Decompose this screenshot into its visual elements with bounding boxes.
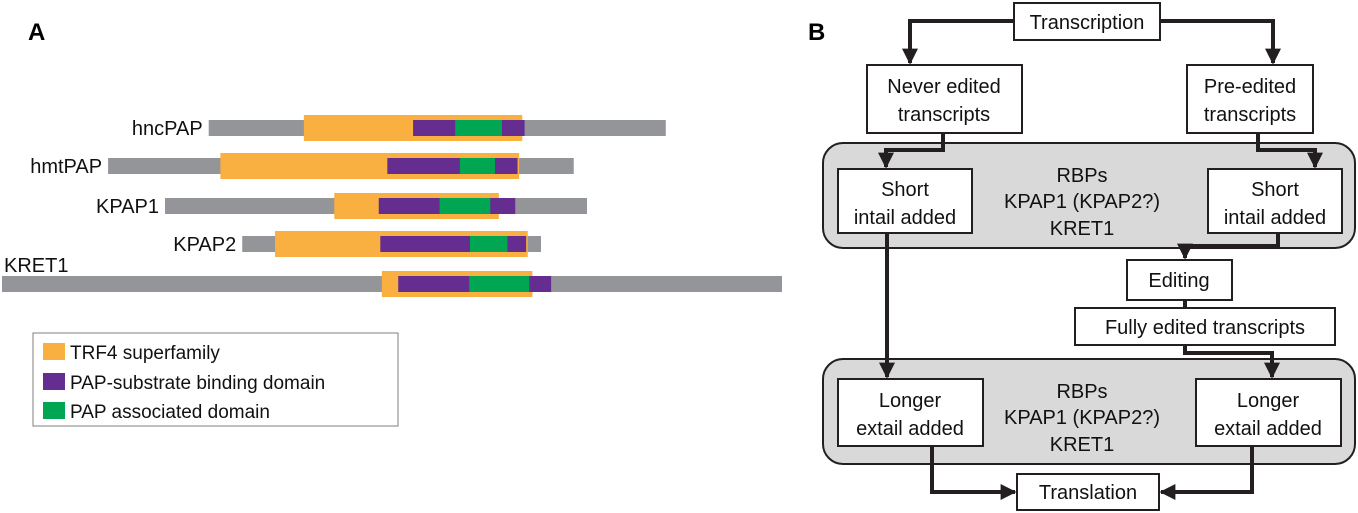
panel-b-label: B <box>808 19 825 46</box>
box-pre-edited <box>1186 64 1314 134</box>
legend: TRF4 superfamily PAP-substrate binding d… <box>32 332 399 427</box>
protein-label-kpap2: KPAP2 <box>173 234 236 256</box>
group-top-line-3: KRET1 <box>1050 218 1114 240</box>
flow-boxes <box>837 2 1343 511</box>
arrow-to-never-edited <box>902 19 1014 65</box>
box-short-left-line-1: Short <box>881 179 929 201</box>
pap-binding-domain-hmtpap <box>387 158 518 174</box>
box-pre-edited-line-2: transcripts <box>1204 104 1296 126</box>
group-bottom-line-2: KPAP1 (KPAP2?) <box>1004 407 1160 429</box>
group-top-line-2: KPAP1 (KPAP2?) <box>1004 191 1160 213</box>
arrow-to-pre-edited <box>1160 19 1281 65</box>
group-top-line-1: RBPs <box>1056 165 1107 187</box>
arrow-to-editing <box>1177 234 1280 260</box>
box-short-left <box>837 168 973 234</box>
box-never-edited-line-1: Never edited <box>887 76 1000 98</box>
pap-associated-domain-kpap1 <box>439 198 491 214</box>
box-longer-left-line-2: extail added <box>856 418 964 440</box>
box-short-right <box>1207 168 1343 234</box>
pap-associated-domain-kpap2 <box>470 236 508 252</box>
box-translation <box>1016 473 1160 511</box>
box-transcription <box>1013 2 1161 41</box>
legend-swatch-pap-binding <box>43 373 65 390</box>
arrow-to-longer-right <box>1183 345 1280 379</box>
box-never-edited <box>866 64 1023 134</box>
box-short-right-line-2: intail added <box>1224 207 1326 229</box>
arrow-to-short-left <box>878 134 945 169</box>
protein-label-hncpap: hncPAP <box>132 118 203 140</box>
box-longer-left-line-1: Longer <box>879 390 942 412</box>
protein-label-kpap1: KPAP1 <box>96 196 159 218</box>
box-longer-right <box>1195 378 1342 447</box>
box-never-edited-line-2: transcripts <box>898 104 990 126</box>
legend-label-pap-associated: PAP associated domain <box>70 402 270 423</box>
panel-a-label: A <box>28 19 45 46</box>
legend-swatch-trf4 <box>43 343 65 360</box>
box-fully-edited <box>1074 307 1336 346</box>
legend-label-pap-binding: PAP-substrate binding domain <box>70 373 325 394</box>
box-short-right-line-1: Short <box>1251 179 1299 201</box>
legend-swatch-pap-associated <box>43 402 65 419</box>
group-bottom-line-3: KRET1 <box>1050 434 1114 456</box>
protein-label-hmtpap: hmtPAP <box>30 156 102 178</box>
panel-b: B RBPs KPAP1 (KPAP2?) KRET1 RBPs KPAP1 (… <box>808 2 1356 511</box>
box-longer-right-line-2: extail added <box>1214 418 1322 440</box>
box-translation-text: Translation <box>1039 482 1137 504</box>
box-longer-right-line-1: Longer <box>1237 390 1300 412</box>
box-editing-text: Editing <box>1148 270 1209 292</box>
box-fully-edited-text: Fully edited transcripts <box>1105 317 1305 339</box>
pap-associated-domain-hncpap <box>455 120 502 136</box>
box-longer-left <box>837 378 984 447</box>
pap-associated-domain-hmtpap <box>459 158 495 174</box>
box-editing <box>1126 259 1233 301</box>
legend-frame <box>32 332 399 427</box>
flow-connectors <box>878 19 1323 500</box>
box-pre-edited-line-1: Pre-edited <box>1204 76 1296 98</box>
pap-associated-domain-kret1 <box>469 276 530 292</box>
legend-label-trf4: TRF4 superfamily <box>70 343 220 364</box>
box-short-left-line-2: intail added <box>854 207 956 229</box>
arrow-to-short-right <box>1256 134 1323 169</box>
box-transcription-text: Transcription <box>1030 12 1145 34</box>
arrow-left-to-translation <box>930 447 1017 500</box>
group-bottom-line-1: RBPs <box>1056 381 1107 403</box>
protein-label-kret1: KRET1 <box>4 255 68 277</box>
arrow-right-to-translation <box>1159 447 1254 500</box>
